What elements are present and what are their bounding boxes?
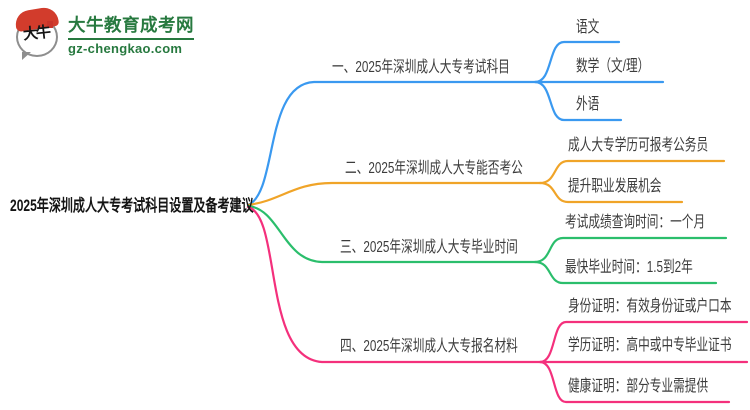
branch-1-child-1-line xyxy=(533,40,621,84)
leaf-label-health-proof: 健康证明：部分专业需提供 xyxy=(568,378,709,395)
daniu-logo-icon: 大牛 xyxy=(13,5,62,60)
branch-4-child-3-line xyxy=(538,360,731,404)
leaf-label-civil-service: 成人大专学历可报考公务员 xyxy=(568,137,709,154)
leaf-label-education-proof: 学历证明：高中或中专毕业证书 xyxy=(568,337,732,354)
branch-2-label: 二、2025年深圳成人大专能否考公 xyxy=(345,160,523,177)
logo-icon-text: 大牛 xyxy=(22,24,50,44)
leaf-label-career: 提升职业发展机会 xyxy=(568,178,662,195)
leaf-label-chinese: 语文 xyxy=(576,19,600,36)
leaf-label-graduation-time: 最快毕业时间：1.5到2年 xyxy=(565,259,693,276)
branch-1-spine-line xyxy=(246,80,665,207)
leaf-label-foreign-language: 外语 xyxy=(576,96,600,113)
branch-1-child-3-line xyxy=(533,80,623,122)
logo-red-seal xyxy=(47,21,53,28)
branch-1-label: 一、2025年深圳成人大专考试科目 xyxy=(332,59,510,76)
site-logo: 大牛 大牛教育成考网 gz-chengkao.com xyxy=(13,5,194,60)
logo-bubble-tail xyxy=(22,52,31,60)
leaf-label-score-query-time: 考试成绩查询时间：一个月 xyxy=(565,214,706,231)
branch-2-spine-line xyxy=(246,181,542,207)
site-url: gz-chengkao.com xyxy=(68,38,194,56)
logo-text-block: 大牛教育成考网 gz-chengkao.com xyxy=(68,10,194,56)
branch-4-child-1-line xyxy=(538,320,749,364)
leaf-label-id-proof: 身份证明：有效身份证或户口本 xyxy=(568,298,732,315)
branch-2-child-2-line xyxy=(538,181,684,204)
branch-4-spine-line xyxy=(246,205,749,364)
branch-3-spine-line xyxy=(246,204,537,264)
site-name: 大牛教育成考网 xyxy=(68,15,194,35)
branch-3-label: 三、2025年深圳成人大专毕业时间 xyxy=(340,239,518,256)
root-topic-label: 2025年深圳成人大专考试科目设置及备考建议 xyxy=(10,197,254,215)
branch-4-label: 四、2025年深圳成人大专报名材料 xyxy=(340,338,518,355)
branch-3-child-1-line xyxy=(533,236,728,264)
branch-3-child-2-line xyxy=(533,260,718,285)
leaf-label-math: 数学（文/理） xyxy=(576,58,650,75)
branch-2-child-1-line xyxy=(538,159,726,185)
